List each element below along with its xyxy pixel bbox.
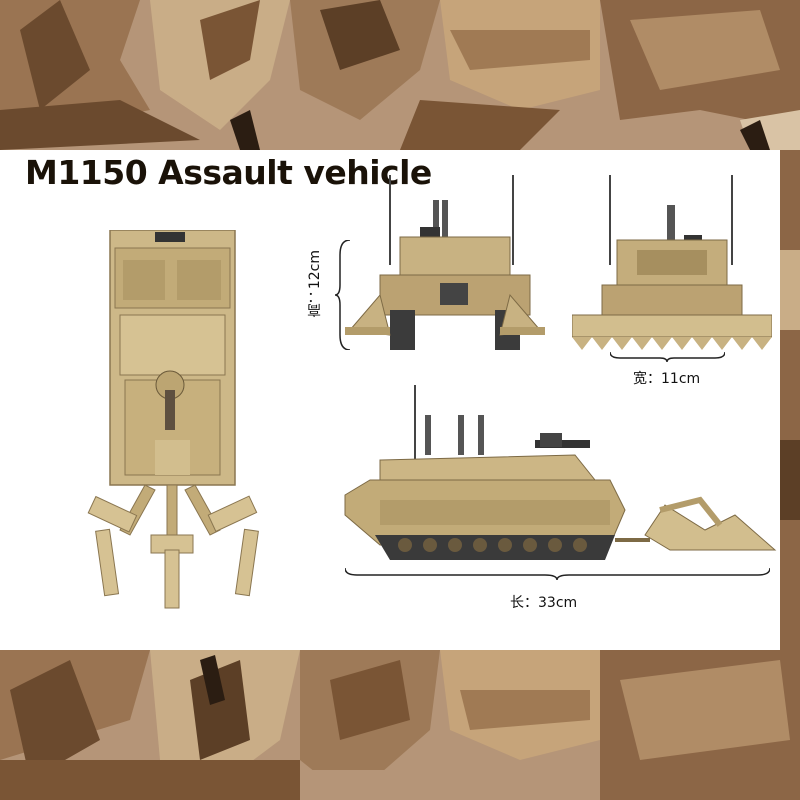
length-bracket: [345, 567, 770, 580]
top-view-model: [87, 230, 259, 609]
width-bracket: [610, 351, 725, 362]
side-view-model: [344, 385, 777, 560]
width-label: 宽：11cm: [633, 371, 701, 387]
height-label: 高：12cm: [307, 250, 323, 318]
rear-view-model: [572, 175, 772, 350]
length-label: 长：33cm: [510, 595, 578, 611]
front-view-model: [345, 175, 545, 350]
page-title: M1150 Assault vehicle: [25, 153, 432, 192]
height-bracket: [335, 240, 351, 350]
